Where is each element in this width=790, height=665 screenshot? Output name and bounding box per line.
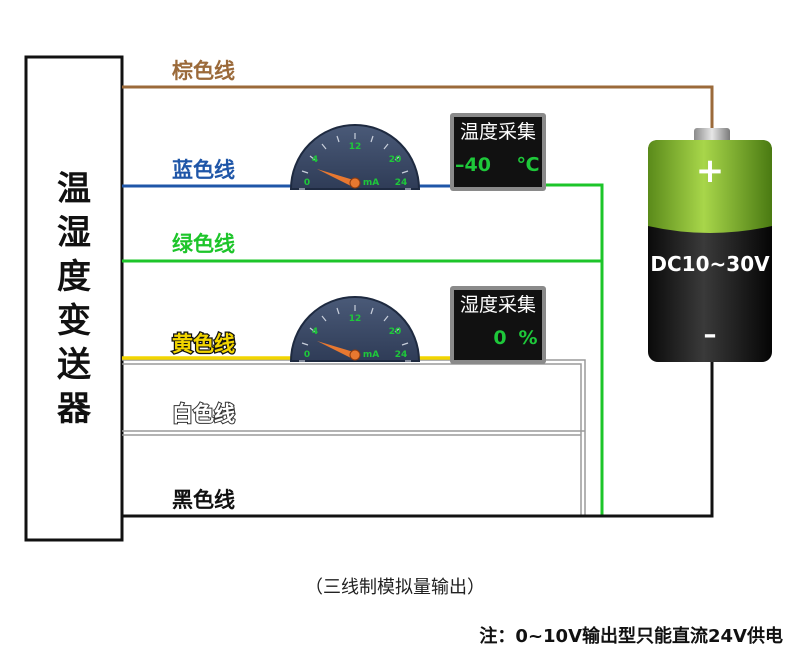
transmitter-box — [24, 55, 124, 542]
wire-label-white: 白色线 — [172, 402, 235, 426]
battery-minus: – — [704, 320, 717, 350]
wire-label-green: 绿色线 — [172, 232, 235, 256]
gauge-tick-label: 24 — [395, 178, 408, 188]
gauge-tick-label: 24 — [395, 350, 408, 360]
wire-label-yellow-wrap: 黄色线 黄色线 — [171, 331, 237, 358]
gauge-face — [289, 296, 421, 362]
gauge-tick-label: 12 — [349, 314, 362, 324]
gauge-tick-label: 20 — [389, 327, 402, 337]
gauge-unit: mA — [363, 178, 379, 188]
gauge-tick-label: 4 — [312, 327, 318, 337]
wire-label-white-wrap: 白色线 白色线 — [171, 401, 236, 427]
gauge-unit: mA — [363, 350, 379, 360]
wire-label-brown: 棕色线 — [172, 59, 235, 83]
gauge-tick-label: 0 — [304, 350, 310, 360]
transmitter-label: 温 湿 度 变 送 器 — [57, 169, 92, 429]
gauge-tick-label: 0 — [304, 178, 310, 188]
green-return-wire — [546, 183, 604, 515]
brown-wire — [122, 85, 714, 132]
gauge-tick-label: 4 — [312, 155, 318, 165]
wire-label-yellow-outline: 黄色线 — [172, 332, 235, 356]
current-gauge-1: 0 4 12 20 24 mA — [289, 124, 421, 190]
transmitter-label-char: 度 — [57, 257, 91, 297]
white-wire — [122, 359, 586, 515]
transmitter-label-char: 变 — [57, 301, 91, 341]
wire-label-yellow: 黄色线 — [172, 332, 235, 356]
display-unit: % — [518, 327, 537, 349]
gauge-tick-label: 20 — [389, 155, 402, 165]
battery-plus: + — [696, 151, 725, 191]
display-value: 0 — [493, 327, 506, 349]
wire-label-blue: 蓝色线 — [172, 158, 235, 182]
display-unit: ℃ — [516, 154, 539, 176]
gauge-needle — [317, 341, 357, 359]
gauge-face — [289, 124, 421, 190]
battery: + DC10~30V – — [648, 128, 772, 362]
diagram-caption: （三线制模拟量输出） — [305, 577, 485, 598]
black-wire — [122, 352, 714, 518]
transmitter-label-char: 温 — [57, 169, 91, 209]
display-title: 湿度采集 — [460, 294, 536, 316]
temperature-display: 温度采集 –40 ℃ — [450, 113, 546, 191]
wire-label-black: 黑色线 — [172, 488, 235, 512]
gauge-tick-label: 12 — [349, 142, 362, 152]
current-gauge-2: 0 4 12 20 24 mA — [289, 296, 421, 362]
wire-label-white-outline: 白色线 — [172, 402, 235, 426]
transmitter-label-char: 器 — [57, 389, 92, 429]
transmitter-label-char: 送 — [57, 345, 91, 385]
battery-label: DC10~30V — [650, 252, 770, 276]
display-value: –40 — [455, 154, 491, 176]
gauge-needle — [317, 169, 357, 187]
humidity-display: 湿度采集 0 % — [450, 286, 546, 364]
power-note: 注：0~10V输出型只能直流24V供电 — [479, 625, 783, 647]
display-title: 温度采集 — [460, 121, 536, 143]
transmitter-label-char: 湿 — [57, 213, 91, 253]
